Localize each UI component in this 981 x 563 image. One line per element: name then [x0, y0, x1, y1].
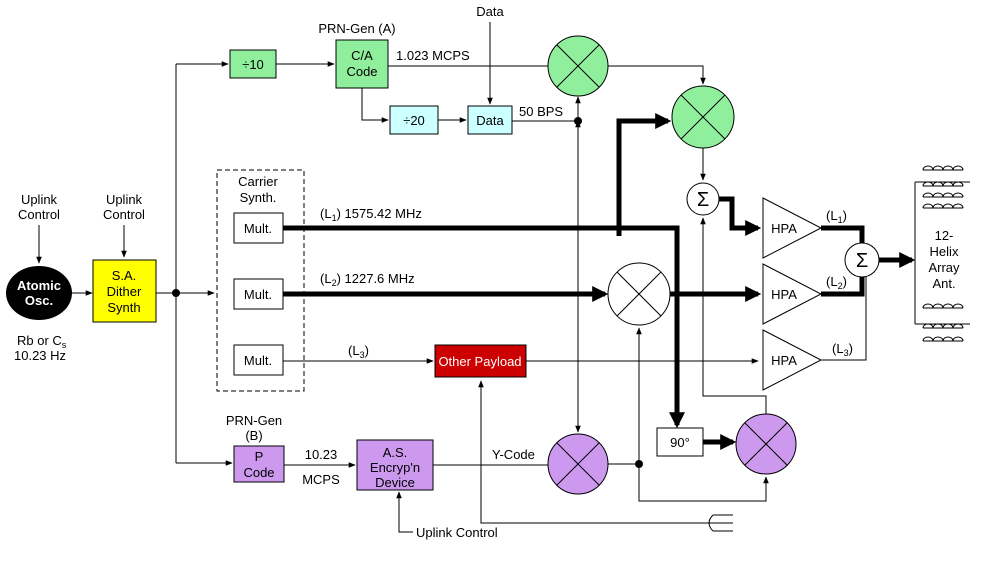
antenna-label-3: Array	[928, 260, 960, 275]
antenna-label-4: Ant.	[932, 276, 955, 291]
mixer1-to-mixer2	[608, 65, 706, 85]
ca-label-2: Code	[346, 64, 377, 79]
uplink-to-payload	[478, 380, 733, 524]
sum1-to-hpa1	[719, 196, 762, 237]
l2-mixer	[607, 262, 671, 326]
l1-freq-label: (L1) 1575.42 MHz	[320, 206, 422, 223]
ycode-mixer	[547, 433, 609, 495]
antenna-label-1: 12-	[935, 228, 954, 243]
mult-label-1: Mult.	[244, 221, 272, 236]
as-label-1: A.S.	[383, 445, 408, 460]
mult-box-1	[233, 212, 284, 244]
phase-90-label: 90°	[670, 435, 690, 450]
as-label-3: Device	[375, 475, 415, 490]
l1-ca-mixer	[671, 85, 735, 149]
quadrature-mixer	[735, 413, 797, 475]
sum1-label: Σ	[697, 189, 709, 211]
sa-label-2: Dither	[107, 284, 142, 299]
uplink-control-label-1: Uplink	[21, 192, 58, 207]
hpa3-out-label: (L3)	[832, 341, 853, 358]
helix-array-antenna-icon	[914, 165, 970, 342]
antenna-label-2: Helix	[930, 244, 959, 259]
data-box-label: Data	[476, 113, 504, 128]
p-code-label-2: Code	[243, 465, 274, 480]
hpa3-to-sum2	[821, 277, 867, 361]
p-code-label-1: P	[255, 449, 264, 464]
p-rate-label-1: 10.23	[305, 447, 338, 462]
div10-label: ÷10	[242, 57, 264, 72]
ca-data-mixer	[547, 35, 609, 97]
hpa2-to-sum2	[821, 277, 865, 297]
prn-gen-a-label: PRN-Gen (A)	[318, 21, 395, 36]
ca-code-box	[335, 39, 389, 89]
div20-label: ÷20	[403, 113, 425, 128]
div20-box	[389, 105, 439, 135]
l3-label: (L3)	[348, 343, 369, 360]
atomic-oscillator	[6, 266, 72, 320]
quad-to-sum1	[700, 217, 767, 414]
prn-gen-b-label-1: PRN-Gen	[226, 413, 282, 428]
uplink-to-as	[396, 491, 413, 533]
hpa1-out-label: (L1)	[826, 208, 847, 225]
uplink-antenna-icon	[703, 514, 733, 532]
hpa1-to-sum2	[821, 225, 865, 243]
ca-to-div20	[361, 88, 389, 123]
prn-gen-b-label-2: (B)	[245, 428, 262, 443]
hpa2-label: HPA	[771, 287, 797, 302]
uplink-control-label-2b: Control	[103, 207, 145, 222]
p-code-box	[233, 445, 285, 483]
div10-box	[229, 49, 277, 79]
mult-label-2: Mult.	[244, 287, 272, 302]
carrier-label-2: Synth.	[240, 190, 277, 205]
as-encryption-box	[356, 439, 434, 491]
uplink-control-bottom-label: Uplink Control	[416, 525, 498, 540]
ca-rate-label: 1.023 MCPS	[396, 48, 470, 63]
hpa1-label: HPA	[771, 221, 797, 236]
l2-freq-label: (L2) 1227.6 MHz	[320, 271, 415, 288]
ca-label-1: C/A	[351, 48, 373, 63]
hpa-3	[762, 329, 823, 391]
carrier-label-1: Carrier	[238, 174, 278, 189]
sa-dither-synth-box	[92, 259, 157, 323]
p-rate-label-2: MCPS	[302, 472, 340, 487]
hpa2-out-label: (L2)	[826, 274, 847, 291]
osc-freq-label: 10.23 Hz	[14, 348, 66, 363]
uplink-control-label-1b: Control	[18, 207, 60, 222]
hpa-2	[762, 263, 823, 325]
carrier-synth-group	[216, 169, 305, 392]
hpa3-label: HPA	[771, 353, 797, 368]
ycode-to-quad-mixer	[638, 468, 769, 502]
other-payload-label: Other Payload	[438, 354, 521, 369]
hpa-1	[762, 197, 823, 259]
rb-cs-label: Rb or Cs	[17, 333, 67, 350]
atomic-osc-label-1: Atomic	[17, 278, 61, 293]
uplink-control-label-2: Uplink	[106, 192, 143, 207]
sa-label-1: S.A.	[112, 268, 137, 283]
data-input-label: Data	[476, 4, 504, 19]
l1-to-mixer2	[616, 112, 672, 236]
as-label-2: Encryp'n	[370, 460, 420, 475]
sum2-label: Σ	[856, 250, 868, 272]
data-box	[467, 105, 513, 135]
sa-label-3: Synth	[107, 300, 140, 315]
other-payload-box	[434, 344, 527, 378]
l1-carrier-line	[283, 225, 686, 429]
mult-box-3	[233, 344, 284, 376]
data-rate-label: 50 BPS	[519, 104, 563, 119]
mult-label-3: Mult.	[244, 353, 272, 368]
ycode-label: Y-Code	[492, 447, 535, 462]
atomic-osc-label-2: Osc.	[25, 293, 53, 308]
ycode-junction	[635, 460, 643, 468]
